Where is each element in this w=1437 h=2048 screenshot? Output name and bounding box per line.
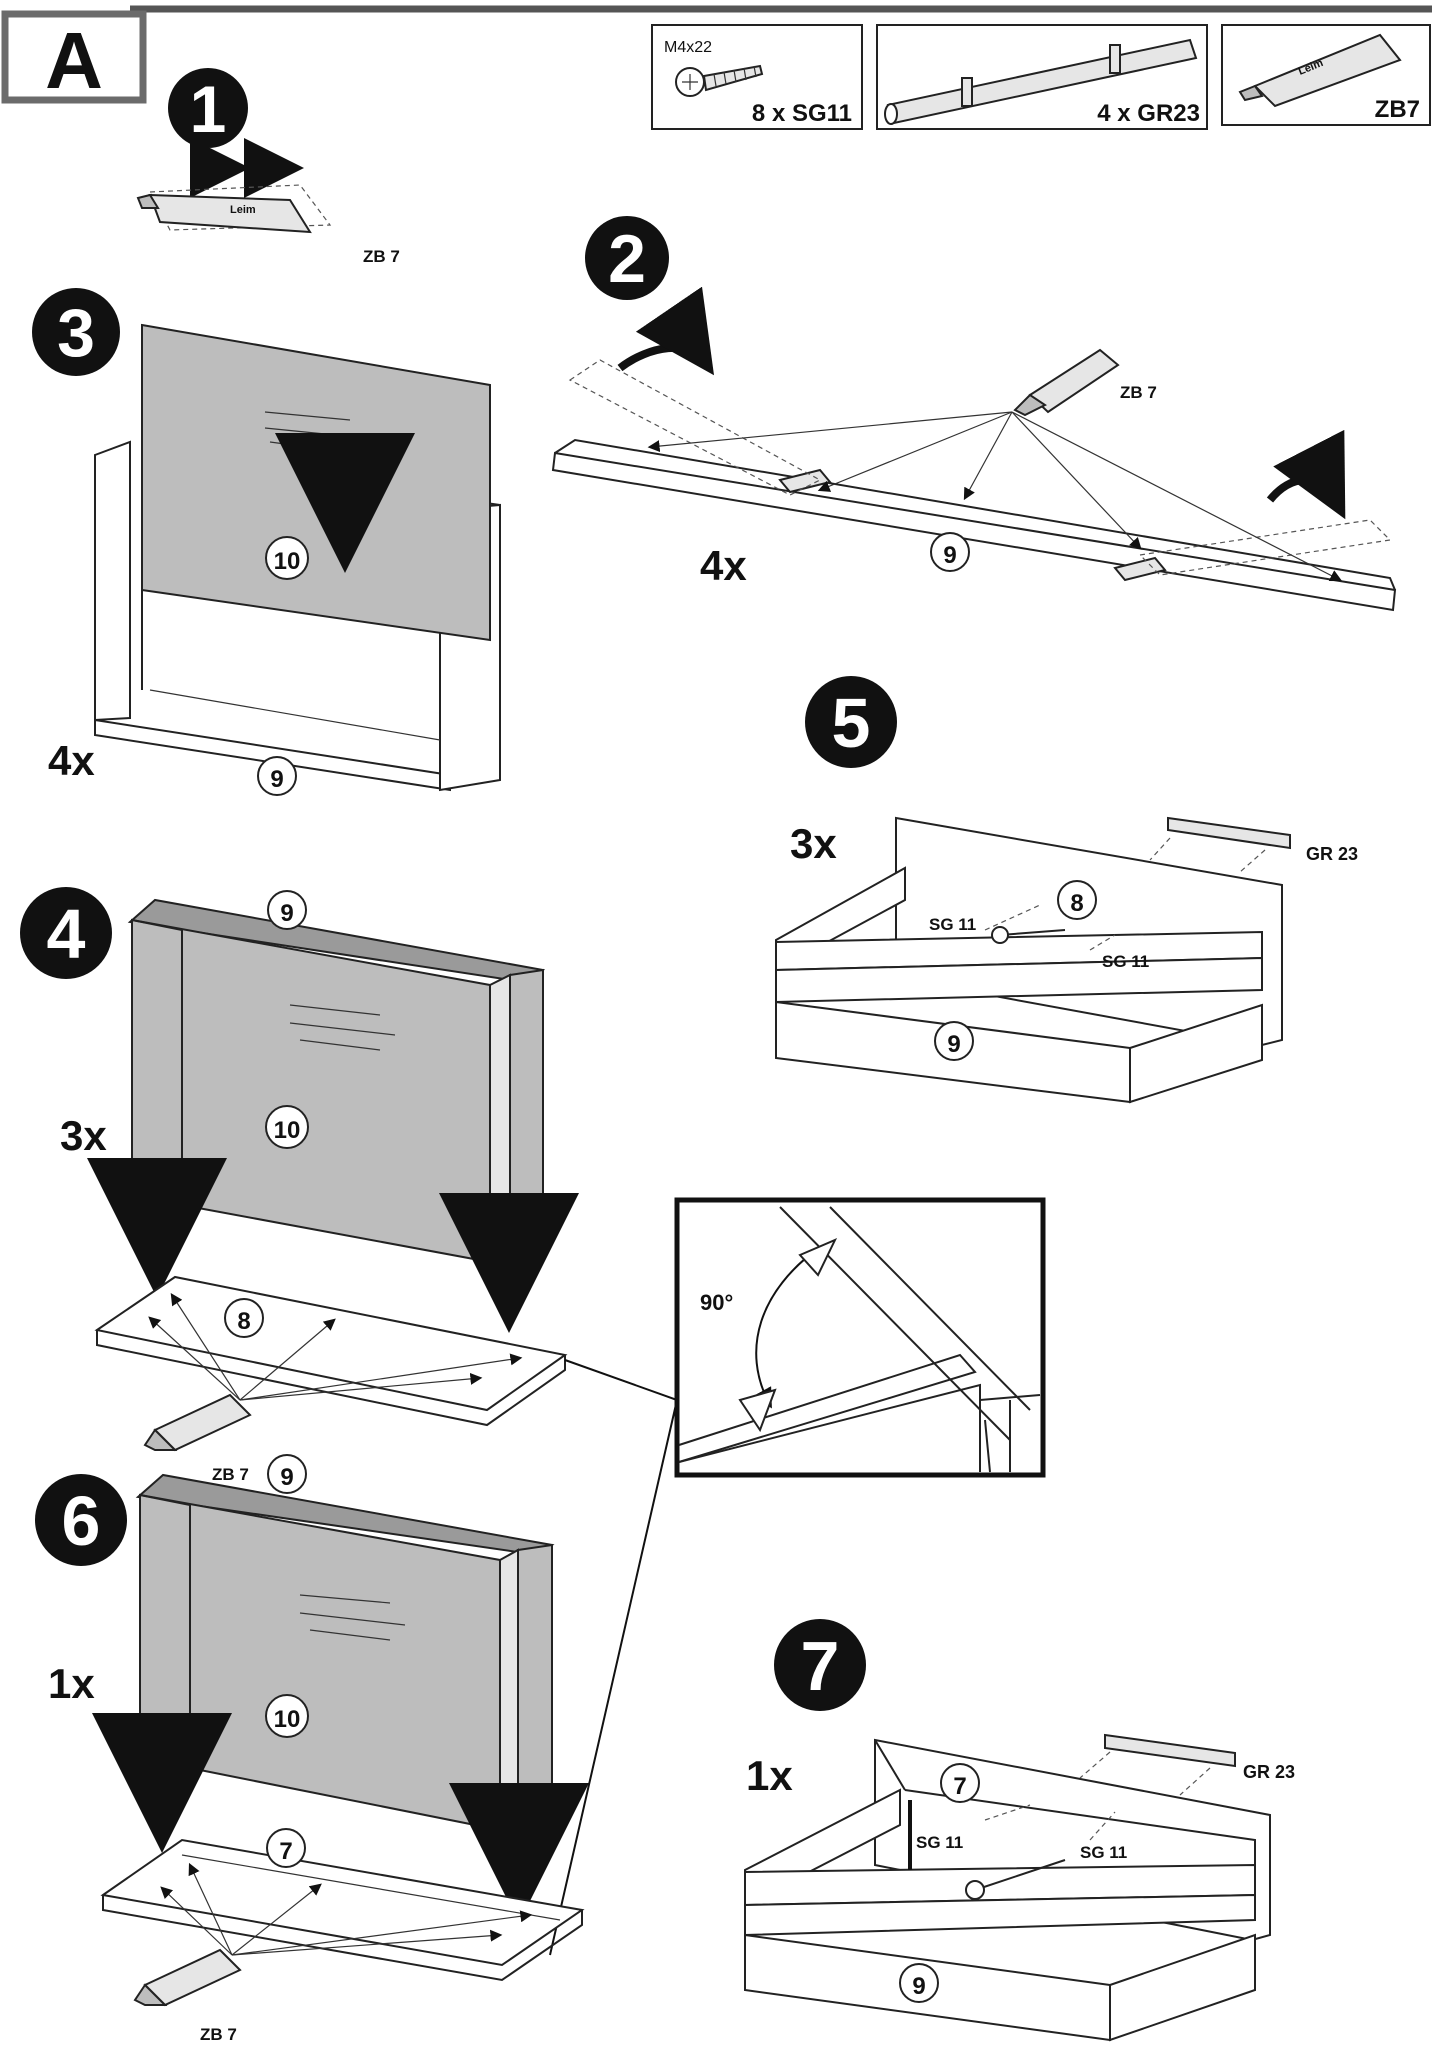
leader-line	[564, 1359, 678, 1401]
board-9	[551, 451, 1397, 612]
part-8-label: 8	[1070, 890, 1083, 917]
step-2-badge	[585, 216, 669, 300]
step-5-number: 5	[832, 684, 871, 762]
handle-label: GR 23	[1243, 1762, 1295, 1782]
step-1-number: 1	[190, 72, 227, 146]
parts-box-glue: Leim ZB7	[1221, 24, 1431, 126]
glue-tube-icon: Leim	[1238, 33, 1402, 108]
part-9-label: 9	[943, 542, 956, 569]
parts-box-handle: 4 x GR23	[876, 24, 1208, 130]
panel-10	[141, 323, 491, 642]
part-badge-8	[224, 1298, 264, 1338]
part-badge-9	[257, 756, 297, 796]
part-7-label: 7	[279, 1838, 292, 1865]
step-6-number: 6	[62, 1482, 101, 1560]
step-7-badge	[774, 1619, 866, 1711]
part-9-label: 9	[912, 1973, 925, 2000]
step-4-number: 4	[47, 895, 86, 973]
screw-icon	[675, 64, 764, 97]
screw-count: 8 x SG11	[752, 100, 852, 127]
part-7-label: 7	[953, 1773, 966, 1800]
step-7: 7 GR 23 SG 11 SG 11 7 9 1x	[744, 1619, 1295, 2042]
step-6: 6 9 10 7 ZB 7 1x	[35, 1454, 589, 2044]
part-10-label: 10	[274, 548, 301, 575]
part-badge-10	[265, 536, 309, 580]
step-6-multiplier: 1x	[48, 1660, 95, 1707]
glue-label: ZB 7	[212, 1465, 249, 1484]
part-badge-7	[266, 1828, 306, 1868]
step-3-multiplier: 4x	[48, 737, 95, 784]
glue-tube-icon	[143, 1393, 252, 1452]
step-3-number: 3	[57, 295, 95, 371]
part-badge-7	[940, 1763, 980, 1803]
screw-label: SG 11	[929, 915, 976, 934]
section-badge: A	[1, 10, 147, 105]
part-9-label: 9	[280, 1464, 293, 1491]
handle-bar-icon	[884, 38, 1198, 125]
angle-label: 90°	[700, 1290, 733, 1315]
part-badge-9	[267, 1454, 307, 1494]
detail-inset: 90°	[674, 1197, 1046, 1478]
screw-label: SG 11	[1080, 1843, 1127, 1862]
handle-label: GR 23	[1306, 844, 1358, 864]
part-badge-9	[934, 1021, 974, 1061]
step-4-badge	[20, 887, 112, 979]
screw-label: SG 11	[916, 1833, 963, 1852]
part-badge-9	[899, 1963, 939, 2003]
step-5-badge	[805, 676, 897, 768]
rotate-arrow-icon	[1266, 429, 1346, 520]
screw-label: SG 11	[1102, 952, 1149, 971]
part-badge-10	[265, 1105, 309, 1149]
part-8-label: 8	[237, 1308, 250, 1335]
step-6-badge	[35, 1474, 127, 1566]
part-10-label: 10	[274, 1117, 301, 1144]
handle-count: 4 x GR23	[1097, 100, 1200, 127]
step-2: 2 ZB 7 4x 9	[551, 216, 1397, 612]
glue-label: ZB 7	[363, 247, 400, 266]
step-5-multiplier: 3x	[790, 820, 837, 867]
glue-label: ZB 7	[1120, 383, 1157, 402]
screw-size: M4x22	[664, 39, 712, 56]
part-9-label: 9	[280, 900, 293, 927]
section-letter: A	[45, 16, 103, 105]
glue-label: ZB 7	[200, 2025, 237, 2044]
step-1-badge	[168, 68, 248, 148]
rotate-arrow-icon	[617, 286, 715, 376]
leader-line	[549, 1399, 678, 1956]
step-2-multiplier: 4x	[700, 542, 747, 589]
step-4-multiplier: 3x	[60, 1112, 107, 1159]
part-9-label: 9	[947, 1031, 960, 1058]
part-10-label: 10	[274, 1706, 301, 1733]
step-3: 3 10 9 4x	[32, 288, 501, 796]
step-2-number: 2	[608, 221, 646, 297]
part-9-label: 9	[270, 766, 283, 793]
handle-gr23	[1104, 1733, 1236, 1768]
glue-code: ZB7	[1375, 96, 1420, 123]
step-7-multiplier: 1x	[746, 1752, 793, 1799]
svg-text:Leim: Leim	[230, 204, 256, 216]
handle-gr23	[1167, 816, 1291, 850]
step-4: 4 9 10 8 ZB 7 3x	[20, 887, 579, 1484]
glue-tube-icon: Leim	[136, 184, 332, 234]
glue-tube-icon	[133, 1948, 242, 2007]
step-1: 1 Leim ZB 7	[136, 68, 400, 266]
part-badge-10	[265, 1694, 309, 1738]
step-3-badge	[32, 288, 120, 376]
step-5: 5 GR 23 SG 11 SG 11 8 9 3x	[775, 676, 1358, 1104]
part-badge-8	[1057, 880, 1097, 920]
plate-8	[94, 1275, 568, 1412]
glue-tube-icon	[1013, 348, 1120, 417]
part-badge-9	[930, 532, 970, 572]
part-badge-9	[267, 890, 307, 930]
step-7-number: 7	[801, 1627, 840, 1705]
parts-box-screw: M4x22 8 x SG11	[651, 24, 863, 130]
